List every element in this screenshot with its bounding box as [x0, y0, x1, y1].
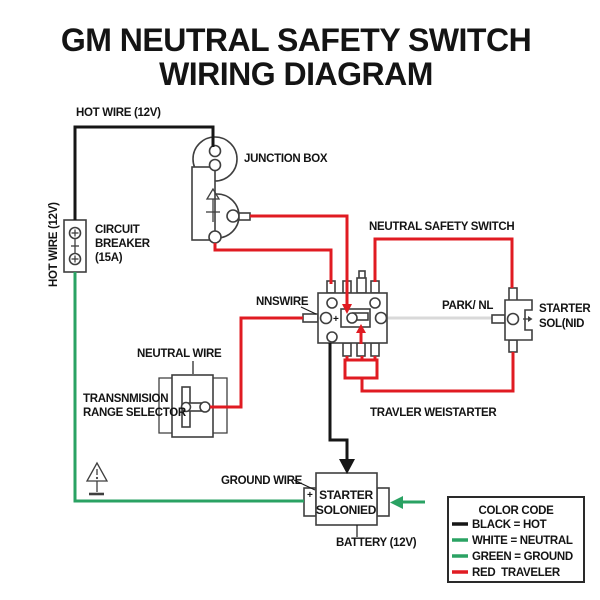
junction-side-terminal [226, 209, 240, 223]
red-up-arrow-icon [356, 324, 366, 333]
park-nl-label: PARK/ NL [442, 300, 493, 312]
legend-box [447, 496, 585, 583]
hot-wire-run-top [73, 125, 215, 220]
page-title: GM NEUTRAL SAFETY SWITCH WIRING DIAGRAM [61, 22, 532, 92]
selector-pivot [180, 401, 192, 413]
red-traveler-wires [210, 214, 515, 409]
junction-terminal-1 [208, 144, 222, 158]
green-left-arrow-icon [390, 496, 403, 509]
red-wire-junction-bottom-to-switch [213, 243, 333, 284]
solenoid-left-tab [491, 314, 506, 324]
red-wire-selector-to-switch [210, 316, 303, 409]
green-arrowheads [390, 496, 403, 509]
legend-row-red: RED TRAVELER [472, 567, 561, 579]
black-down-arrow-icon [339, 459, 355, 474]
ground-exclamation-dot [95, 476, 99, 480]
legend-row-green: GREEN = GROUND [472, 551, 573, 563]
switch-bottom-prong-3 [370, 342, 380, 357]
ground-wire-pointer [293, 479, 316, 491]
starter-solenoid-right-symbol [491, 287, 533, 353]
starter-soloned-label-2: SOLONIED [316, 503, 377, 517]
neutral-safety-switch-label: NEUTRAL SAFETY SWITCH [369, 221, 514, 233]
green-ground-wires [73, 272, 425, 504]
hot-wire-top-label: HOT WIRE (12V) [76, 107, 161, 119]
selector-output-terminal [199, 401, 211, 413]
switch-screw-top-left [326, 297, 338, 309]
red-wire-junction-tab-to-switch [250, 214, 349, 305]
switch-top-prong-4 [370, 280, 380, 294]
switch-contact-pivot [346, 312, 358, 324]
legend-title: COLOR CODE [479, 505, 555, 517]
selector-bracket-left [158, 377, 172, 434]
transmission-range-selector-symbol [158, 361, 228, 438]
junction-box-body [191, 166, 216, 241]
legend-row-white: WHITE = NEUTRAL [472, 535, 573, 547]
junction-terminal-2 [208, 158, 222, 172]
red-wire-solenoid-bottom-run [360, 352, 515, 393]
solenoid-arrow-icon [528, 316, 533, 322]
black-hot-wires [73, 125, 349, 460]
circuit-breaker-symbol [63, 219, 87, 273]
red-wire-switch-to-solenoid-top [373, 237, 514, 288]
title-line-1: GM NEUTRAL SAFETY SWITCH [61, 22, 531, 58]
battery-right-terminal [376, 487, 390, 517]
junction-bottom-terminal [208, 230, 222, 244]
junction-side-tab [238, 212, 251, 221]
neutral-wire-label: NEUTRAL WIRE [137, 348, 222, 360]
junction-box-label: JUNCTION BOX [244, 153, 328, 165]
solenoid-bottom-prong [508, 339, 518, 353]
switch-screw-top-right [369, 297, 381, 309]
ground-wire-run-left [73, 272, 304, 503]
junction-box-symbol [191, 136, 251, 244]
battery-label: BATTERY (12V) [336, 537, 417, 549]
legend-row-black: BLACK = HOT [472, 519, 547, 531]
switch-top-prong-3 [356, 277, 367, 294]
starter-solenoid-label-1: STARTER [539, 303, 591, 315]
battery-starter-symbol: + [293, 472, 390, 537]
starter-solenoid-label-2: SOL(NID [539, 318, 584, 330]
travler-weistarter-label: TRAVLER WEISTARTER [370, 407, 497, 419]
hot-wire-switch-to-battery [328, 343, 349, 460]
switch-bottom-prong-2 [356, 342, 366, 357]
transmission-label-2: RANGE SELECTOR [83, 407, 187, 419]
switch-plus-label: + [333, 314, 339, 325]
red-down-arrow-icon [342, 304, 352, 314]
ground-symbol [85, 461, 109, 496]
hot-wire-left-label: HOT WIRE (12V) [48, 202, 60, 287]
nnswire-pointer [300, 306, 317, 315]
red-arrowheads [342, 304, 366, 333]
starter-soloned-label-1: STARTER [319, 488, 373, 502]
diagram-labels: HOT WIRE (12V) HOT WIRE (12V) CIRCUIT BR… [48, 107, 592, 549]
color-code-legend: COLOR CODE BLACK = HOT WHITE = NEUTRAL G… [447, 496, 585, 583]
battery-plus-label: + [307, 490, 313, 501]
solenoid-top-prong [508, 287, 518, 302]
title-line-2: WIRING DIAGRAM [159, 56, 433, 92]
switch-terminal-left [319, 311, 333, 325]
solenoid-terminal [506, 312, 520, 326]
red-wire-loop [343, 358, 379, 380]
circuit-breaker-label-2: BREAKER [95, 238, 151, 250]
transmission-label-1: TRANSNMISION [83, 393, 168, 405]
black-arrowheads [339, 459, 355, 474]
switch-bottom-prong-1 [342, 342, 352, 357]
switch-left-tab [302, 313, 319, 323]
ground-wire-label: GROUND WIRE [221, 475, 303, 487]
switch-screw-bottom-left [326, 331, 338, 343]
nnswire-label: NNSWIRE [256, 296, 309, 308]
circuit-breaker-label-1: CIRCUIT [95, 224, 140, 236]
circuit-breaker-label-3: (15A) [95, 252, 123, 264]
switch-terminal-right [374, 311, 388, 325]
